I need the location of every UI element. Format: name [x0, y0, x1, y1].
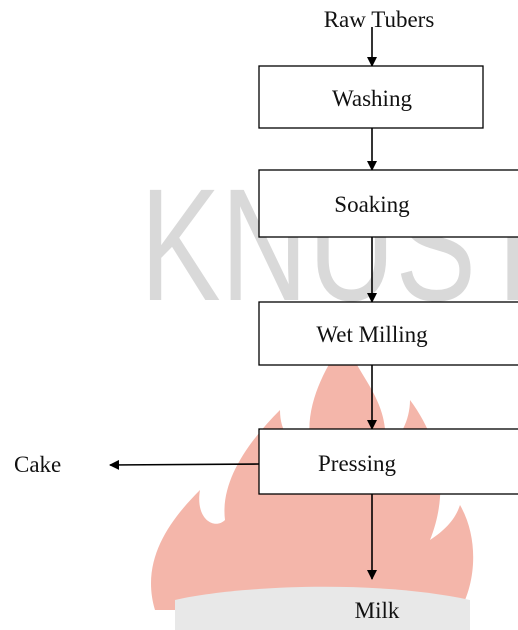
step-wet-milling-label: Wet Milling [316, 322, 428, 347]
input-label: Raw Tubers [324, 7, 435, 32]
step-soaking-box [258, 169, 518, 238]
step-washing: Washing [258, 65, 484, 129]
final-output-label: Milk [355, 598, 400, 623]
step-washing-box [258, 65, 484, 129]
step-pressing-label: Pressing [318, 451, 396, 476]
step-pressing: Pressing [258, 428, 518, 495]
step-soaking-label: Soaking [334, 192, 410, 217]
side-output-label: Cake [14, 452, 61, 477]
step-pressing-box [258, 428, 518, 495]
arrow-pressing-to-cake [109, 459, 260, 470]
step-washing-label: Washing [332, 86, 412, 111]
step-wet-milling: Wet Milling [258, 301, 518, 366]
watermark-base [175, 586, 470, 630]
step-soaking: Soaking [258, 169, 518, 238]
step-wet-milling-box [258, 301, 518, 366]
